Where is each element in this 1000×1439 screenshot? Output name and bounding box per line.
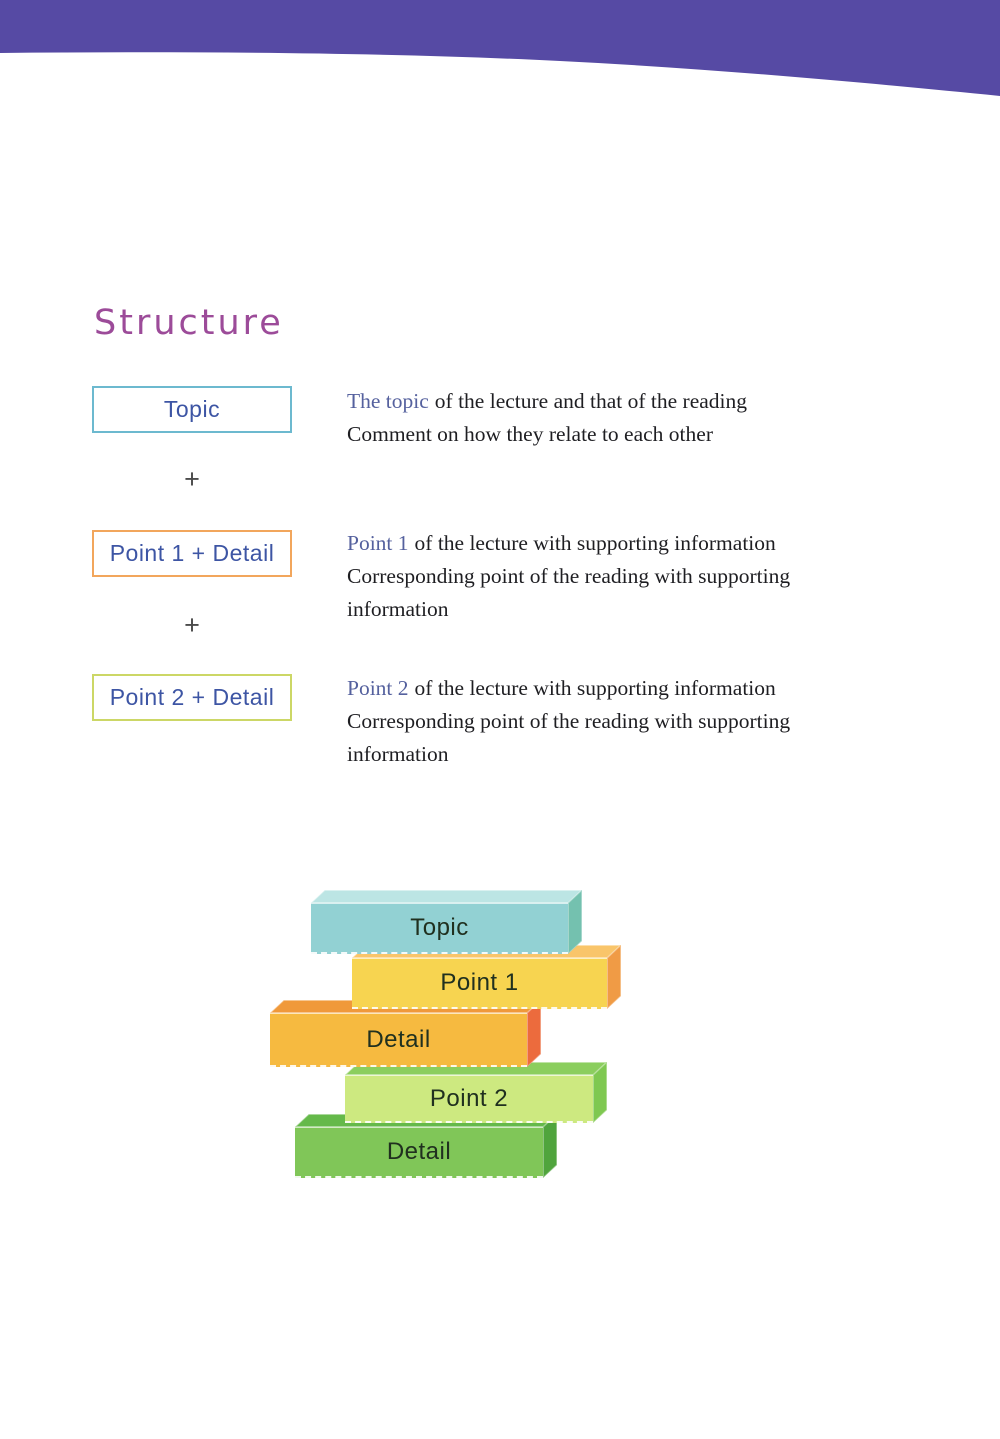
diagram-block-point2: Point 2 — [345, 1061, 607, 1123]
topic-box-label: Topic — [163, 396, 221, 422]
block-label: Point 2 — [429, 1084, 509, 1112]
point1-box: Point 1 + Detail — [92, 530, 292, 577]
block-side-face — [543, 1113, 557, 1178]
block-top-face — [295, 1114, 557, 1127]
plus-sign: + — [184, 610, 200, 640]
block-front-face: Detail — [270, 1013, 527, 1067]
diagram-block-detail2: Detail — [295, 1113, 557, 1178]
block-front-face: Detail — [295, 1127, 543, 1178]
header-band-shape — [0, 0, 1000, 96]
block-label: Detail — [386, 1138, 452, 1165]
diagram-block-detail1: Detail — [270, 999, 541, 1067]
explanation-line: Comment on how they relate to each other — [347, 422, 713, 446]
diagram-block-topic: Topic — [311, 889, 582, 954]
diagram-block-point1: Point 1 — [352, 944, 621, 1009]
explanation-lead: Point 2 — [347, 676, 409, 700]
explanation-lead: Point 1 — [347, 531, 409, 555]
point1-box-label: Point 1 + Detail — [109, 540, 275, 566]
explanation-line: Corresponding point of the reading with … — [347, 709, 791, 766]
block-top-face — [270, 1000, 541, 1013]
block-front-face: Topic — [311, 903, 568, 954]
block-front-face: Point 2 — [345, 1075, 593, 1123]
block-side-face — [568, 889, 582, 954]
point2-box-label: Point 2 + Detail — [109, 684, 275, 710]
explanation-line: Corresponding point of the reading with … — [347, 564, 791, 621]
block-label: Detail — [366, 1025, 431, 1053]
header-band — [0, 0, 1000, 96]
block-top-face — [352, 945, 621, 958]
topic-box: Topic — [92, 386, 292, 433]
explanation-text: of the lecture and that of the reading — [434, 389, 748, 413]
explanation-lead: The topic — [347, 389, 429, 413]
block-top-face — [345, 1062, 607, 1075]
block-label: Topic — [410, 914, 469, 941]
block-front-face: Point 1 — [352, 958, 607, 1009]
point2-box: Point 2 + Detail — [92, 674, 292, 721]
explanation-text: of the lecture with supporting informati… — [414, 531, 776, 555]
block-side-face — [593, 1061, 607, 1123]
block-top-face — [311, 890, 582, 903]
block-side-face — [527, 999, 541, 1067]
block-label: Point 1 — [440, 969, 519, 996]
page-heading: Structure — [94, 303, 284, 343]
block-side-face — [607, 944, 621, 1009]
plus-sign: + — [184, 464, 200, 494]
explanation-text: of the lecture with supporting informati… — [414, 676, 776, 700]
